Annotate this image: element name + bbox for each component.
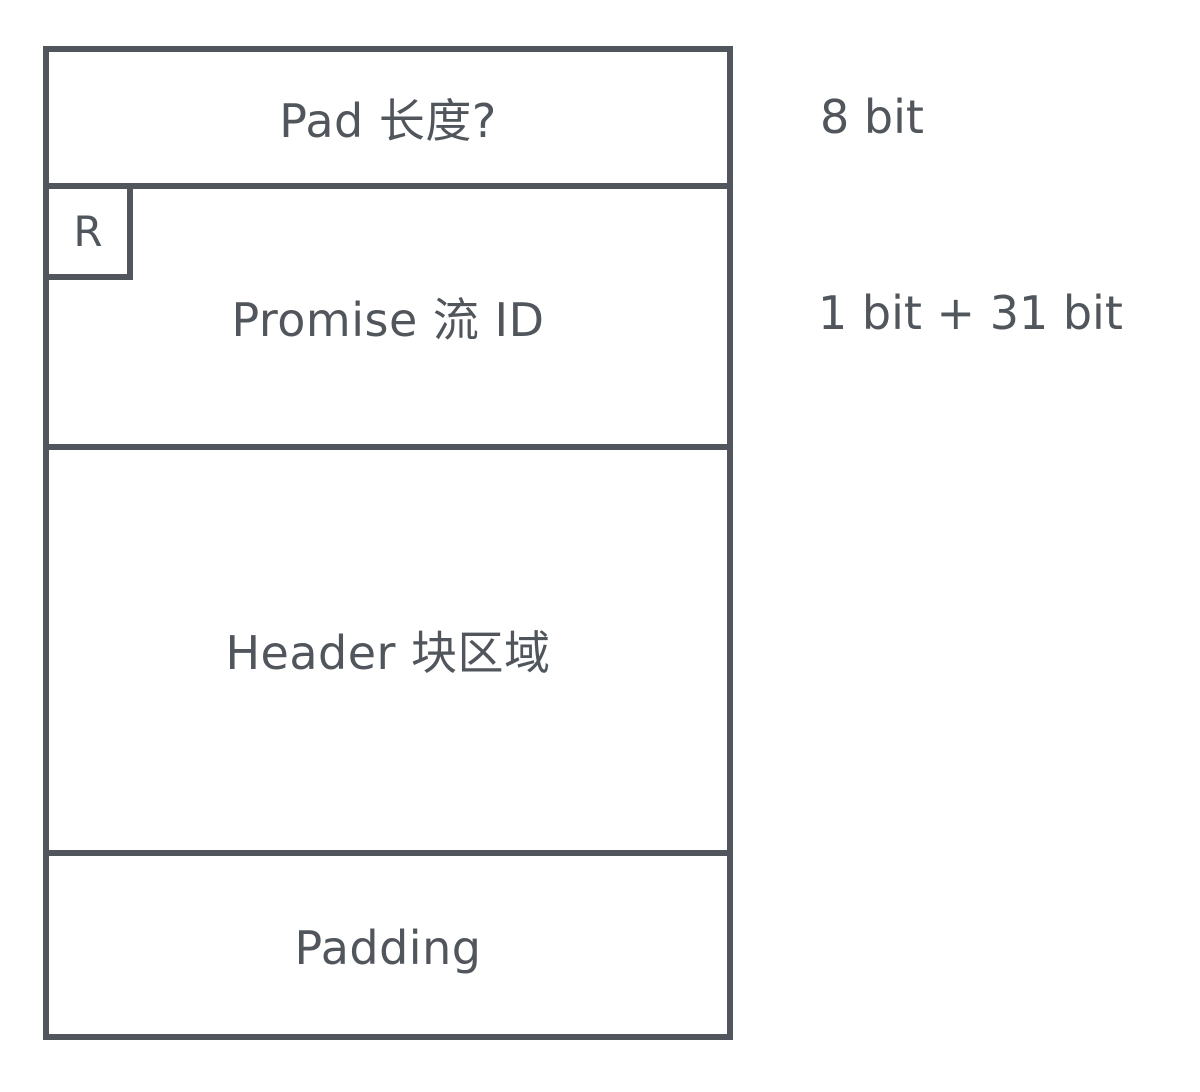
field-promise-stream-id-label: Promise 流 ID (231, 292, 545, 347)
reserved-bit-label: R (73, 207, 103, 256)
field-promise-stream-id: R Promise 流 ID (49, 183, 727, 444)
frame-structure: Pad 长度? R Promise 流 ID Header 块区域 Paddin… (43, 46, 733, 1040)
size-note-promise-stream-id: 1 bit + 31 bit (818, 286, 1123, 340)
field-pad-length-label: Pad 长度? (279, 93, 497, 148)
field-padding: Padding (49, 850, 727, 1040)
field-padding-label: Padding (294, 921, 482, 975)
field-header-block-label: Header 块区域 (225, 626, 551, 680)
size-note-pad-length: 8 bit (820, 90, 924, 144)
field-header-block: Header 块区域 (49, 444, 727, 850)
reserved-bit-box: R (49, 189, 133, 280)
field-pad-length: Pad 长度? (49, 52, 727, 183)
